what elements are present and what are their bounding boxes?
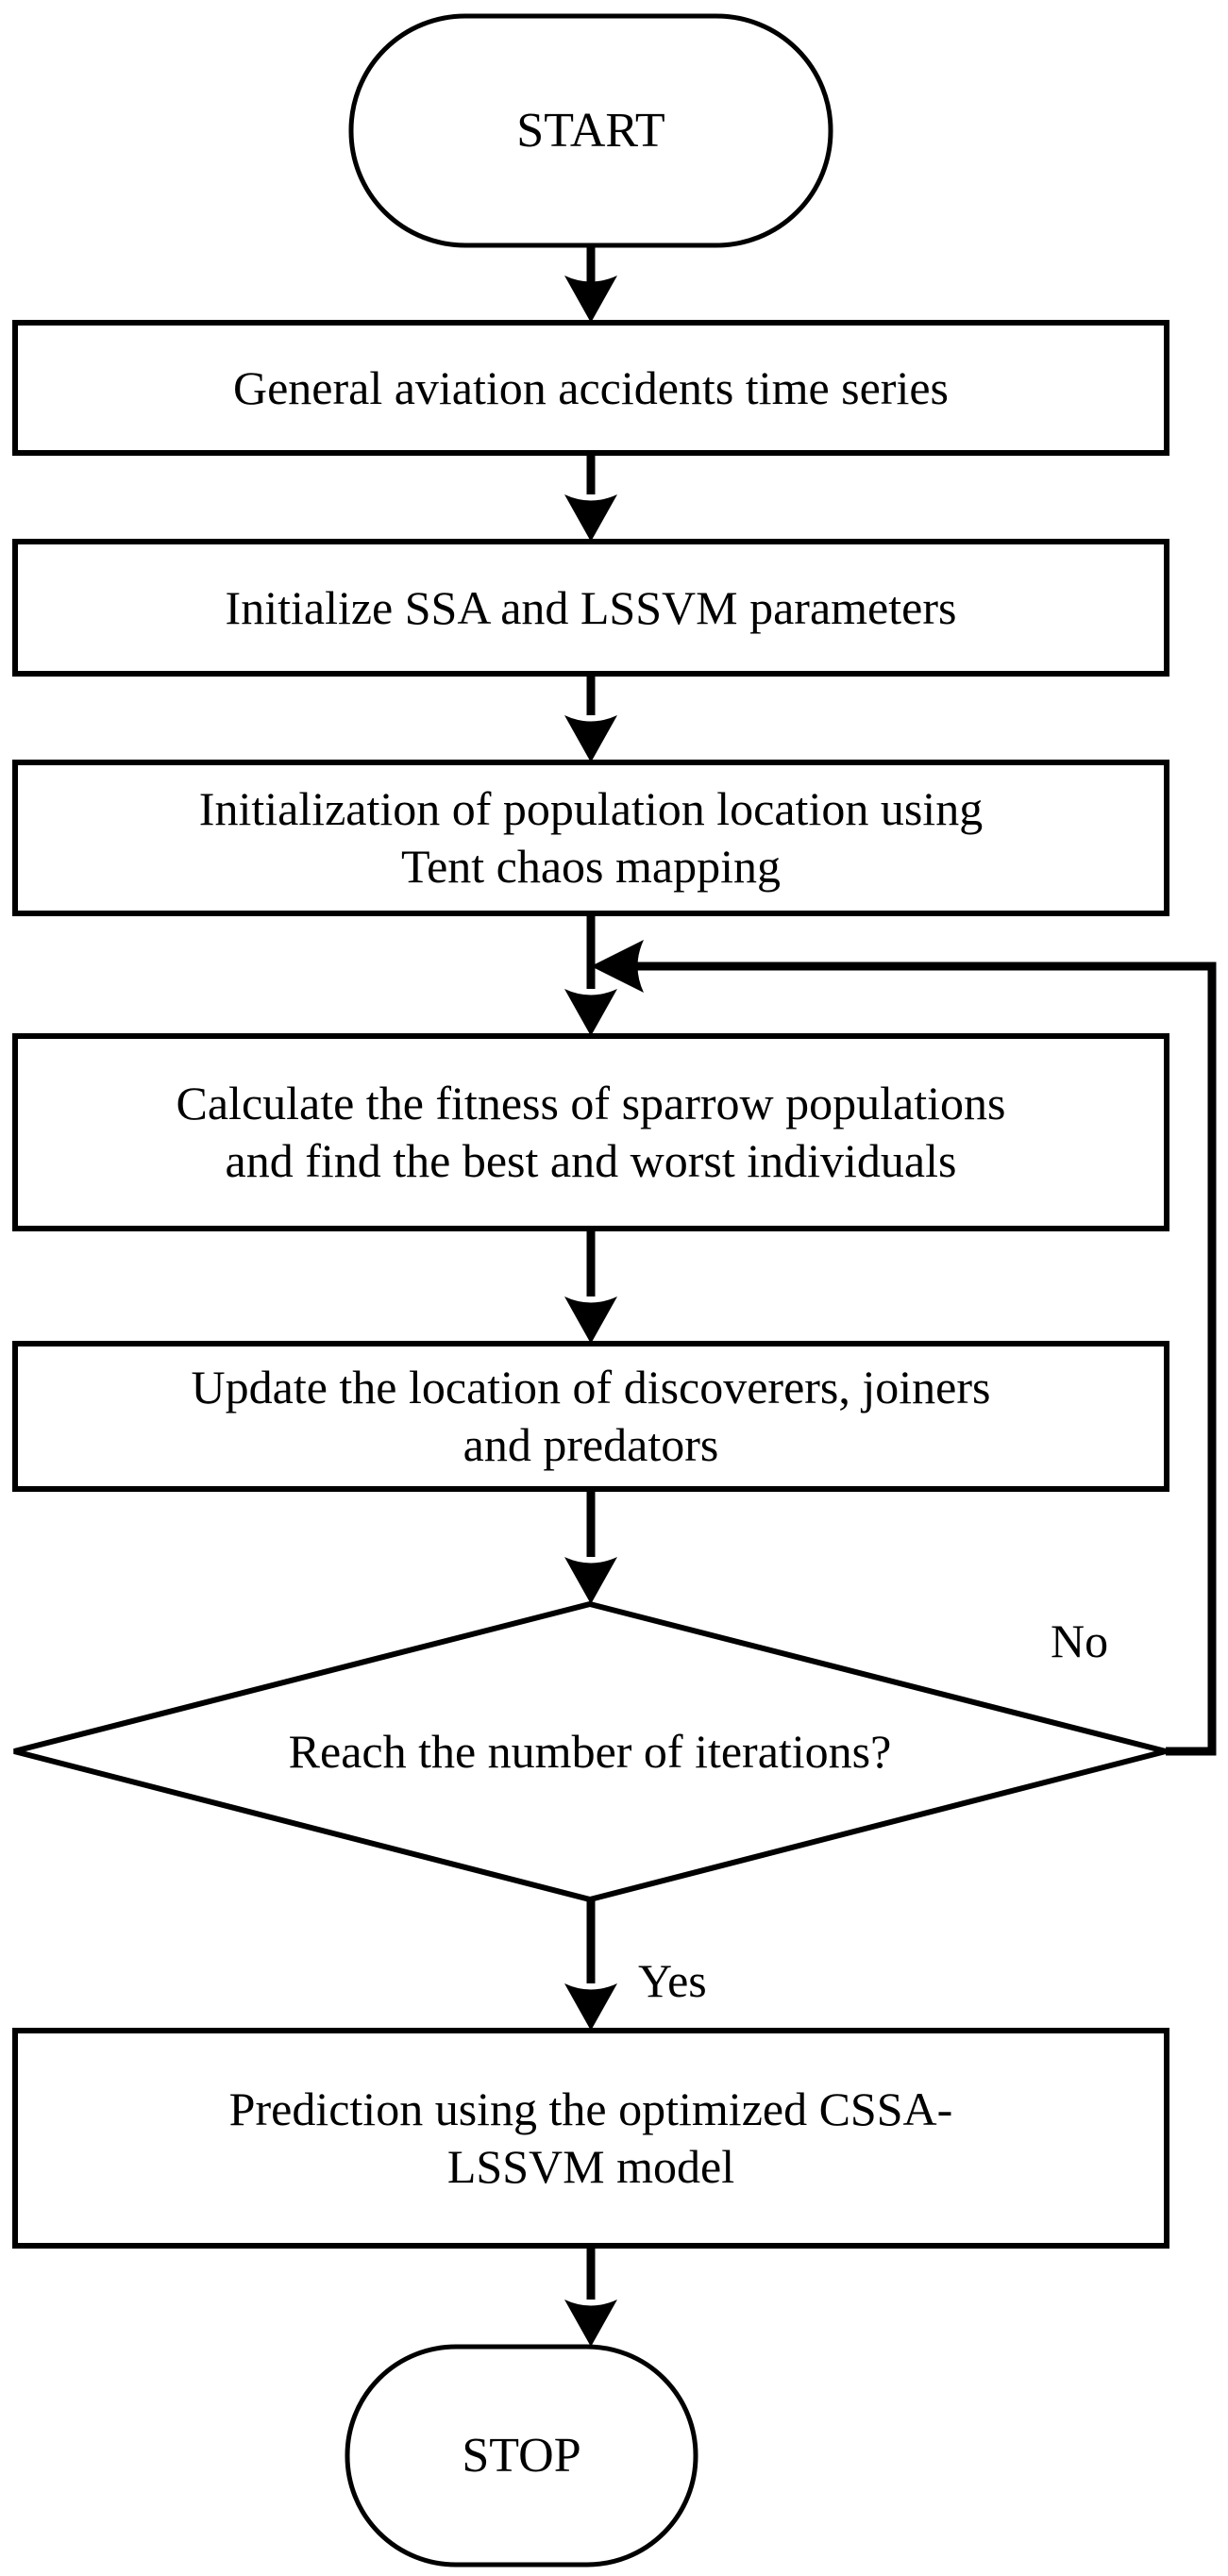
node-shape-init-params[interactable]: [12, 539, 1169, 677]
connector-prediction-to-stop: [564, 2246, 617, 2347]
node-shape-data[interactable]: [12, 320, 1169, 456]
node-shape-tent-chaos[interactable]: [12, 760, 1169, 916]
node-shape-prediction[interactable]: [12, 2028, 1169, 2249]
connector-fitness-to-update-location: [564, 1229, 617, 1344]
node-shape-fitness[interactable]: [12, 1033, 1169, 1231]
connector-start-to-data: [564, 245, 617, 323]
connector-tent-chaos-to-fitness: [564, 913, 617, 1036]
node-shape-start[interactable]: [348, 13, 833, 248]
node-shape-iterations-check[interactable]: [13, 1600, 1167, 1903]
node-shape-update-location[interactable]: [12, 1341, 1169, 1492]
node-shape-stop[interactable]: [345, 2344, 698, 2568]
connector-init-params-to-tent-chaos: [564, 674, 617, 762]
connector-decision-yes-to-prediction: [564, 1899, 617, 2031]
connector-decision-no-loopback: [591, 940, 1217, 1756]
edge-label-yes: Yes: [638, 1954, 707, 2007]
connector-update-location-to-decision: [564, 1489, 617, 1604]
connector-data-to-init-params: [564, 453, 617, 542]
edge-label-no: No: [1051, 1614, 1109, 1667]
